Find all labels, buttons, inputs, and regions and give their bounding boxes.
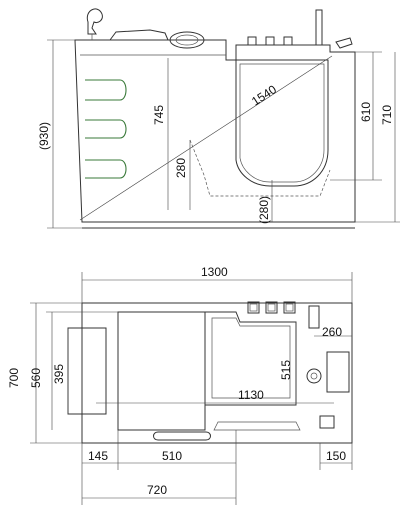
label-width-inner: 560 [29, 368, 43, 388]
label-door-depth: 515 [279, 360, 293, 380]
neck-jet-ring [169, 31, 205, 49]
label-width: 700 [7, 368, 21, 388]
top-control-button-3-inner [285, 303, 294, 312]
label-total-length: 1300 [201, 265, 228, 279]
seat-cushion [67, 327, 107, 415]
grab-handles [85, 79, 127, 179]
control-panel-plan [326, 351, 350, 393]
top-view: 1300 700 560 395 515 260 1130 145 510 15… [7, 265, 353, 505]
control-button-3 [283, 36, 293, 46]
door-opening [235, 59, 329, 187]
seat-profile [189, 139, 331, 197]
handshower-icon [86, 8, 103, 35]
top-control-button-1-inner [249, 303, 258, 312]
top-control-button-1 [247, 301, 260, 314]
label-seat-height: 280 [174, 158, 188, 178]
tub-body-outline [74, 39, 356, 223]
top-control-button-3 [283, 301, 296, 314]
label-door-top-height: 710 [380, 105, 394, 125]
door-latch-icon [319, 415, 335, 429]
label-left-margin: 145 [88, 449, 108, 463]
control-button-1 [247, 36, 257, 46]
label-right-margin: 150 [326, 449, 346, 463]
label-diagonal: 1540 [249, 82, 279, 108]
label-door-step: (280) [257, 196, 271, 224]
spout-icon [315, 9, 323, 46]
drain-icon [306, 368, 322, 384]
grab-handle-3 [85, 159, 127, 179]
label-seat-length: 510 [162, 449, 182, 463]
door-plan-outline [205, 311, 297, 406]
spout-plan [308, 305, 320, 329]
door-threshold [213, 421, 301, 431]
label-overall-height: (930) [37, 122, 51, 150]
side-view: (930) 745 280 1540 610 710 (280) [37, 8, 400, 229]
top-control-buttons [247, 301, 296, 314]
label-inner-height: 745 [152, 105, 166, 125]
label-drain-offset: 260 [322, 325, 342, 339]
tub-plan-basin [117, 311, 206, 431]
top-dimensions [30, 272, 353, 505]
door-plan-inner [211, 317, 291, 399]
drain-inner-icon [310, 372, 318, 380]
faucet-icon [335, 37, 353, 49]
front-grab-bar [153, 431, 211, 441]
label-door-height: 610 [359, 102, 373, 122]
label-inner-length: 1130 [238, 388, 264, 402]
grab-handle-1 [85, 79, 127, 101]
top-control-button-2 [265, 301, 278, 314]
door-panel [239, 63, 325, 183]
grab-handle-2 [85, 119, 127, 139]
label-seat-depth: 395 [52, 364, 66, 384]
dim-line-diagonal [79, 55, 333, 221]
control-buttons [247, 36, 293, 46]
top-control-button-2-inner [267, 303, 276, 312]
control-button-2 [265, 36, 275, 46]
tub-plan-outline [81, 302, 353, 444]
neck-jet-inner [175, 34, 199, 46]
side-dimensions [47, 39, 400, 229]
label-front-length: 720 [147, 483, 167, 497]
headrest [109, 29, 169, 41]
